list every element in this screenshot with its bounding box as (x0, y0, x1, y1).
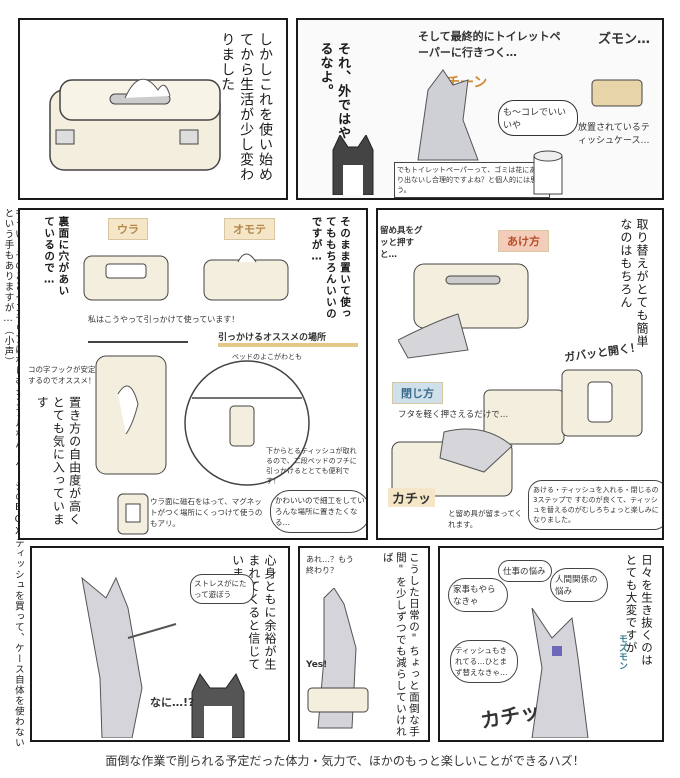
cute-tip: かわいいので細工をしていろんな場所に置きたくなる… (270, 490, 366, 533)
note-toilet: でもトイレットペーパーって、ゴミは花にあまり出ないし合理的ですよね？と個人的には… (394, 162, 550, 198)
panel-daily-hassle: こうした日常の"ちょっと面倒な手間"を少しずつでも減らしていければ あれ…？もう… (298, 546, 430, 742)
fox-standing (81, 576, 177, 738)
cat-speech-finished: あれ…？もう終わり？ (306, 555, 354, 575)
text-as-is: そのまま置いて使ってももちろんいいのですが… (310, 216, 351, 320)
panel6-narration: こうした日常の"ちょっと面倒な手間"を少しずつでも減らしていければ (381, 552, 420, 738)
cat-sitting (191, 672, 245, 738)
footer-text: 面倒な作業で削られる予定だった体力・気力で、ほかのもっと楽しいことができるハズ！ (105, 754, 585, 768)
magnet-tip: ウラ面に磁石をはって、マグネットがつく場所にくっつけて使うのもアリ。 (150, 497, 263, 528)
text-back-holes: 裏面に穴があいているので… (43, 216, 70, 297)
fox-holding-case (307, 588, 369, 729)
panel5-narration: 心身ともに余裕が生まれてくると信じています (230, 554, 277, 671)
opened-case (483, 369, 643, 445)
label-front: オモテ (224, 218, 275, 240)
hand-pressing-clasp (398, 263, 529, 359)
hand-closing-case (391, 428, 513, 497)
bed-side-label: ベッドのよこがわとも (232, 353, 302, 361)
neglected-tissue-case (591, 79, 643, 107)
panel3-narration: 置き方の自由度が高くとても気に入っています (35, 396, 82, 526)
fox-speech-play: ストレスがにたって遊ぼう (190, 574, 254, 604)
bed-frame-circle (184, 360, 310, 486)
worry-people: 人間関係の悩み (550, 568, 608, 602)
sfx-yes: Yes! (306, 660, 328, 670)
bed-tip: 下からとるティッシュが取れるので、二段ベッドのフチに引っかけるととても便利です！ (266, 447, 357, 485)
sfx-close: カチッ (388, 488, 436, 507)
caption-toilet: そして最終的にトイレットペーパーに行きつく… (418, 30, 561, 59)
fox-stressed (531, 608, 589, 738)
cat-speech: も〜コレでいいいや (498, 100, 578, 136)
worry-work: 仕事の悩み (498, 560, 552, 582)
cat-figure (332, 135, 374, 195)
hanging-case-illustration (88, 341, 188, 475)
clasp-press: 留め具をグッと押すと… (380, 226, 423, 260)
worry-tissue: ティッシュもきれてる…ひとまず替えなきゃ… (450, 640, 518, 683)
fox-speech: それ、外ではやるなよ。 (317, 42, 351, 140)
panel7-narration: 日々を生き抜くのはとても大変ですが (624, 554, 654, 667)
hook-tip: コの字フックが安定するのでオススメ！ (28, 365, 96, 385)
panel1-narration: しかしこれを使い始めてから生活が少し変わりました (219, 32, 273, 182)
open-label: あけ方 (498, 230, 549, 252)
neglected-case-label: 放置されているティッシュケース… (578, 123, 650, 146)
panel-intro: しかしこれを使い始めてから生活が少し変わりました (18, 18, 288, 200)
toilet-paper-roll (533, 150, 563, 195)
hook-recommend-label: 引っかけるオススメの場所 (218, 330, 358, 347)
close-text: フタを軽く押さえるだけで… (398, 410, 509, 420)
close-label: 閉じ方 (392, 382, 443, 404)
panel4-narration: 取り替えがとても簡単なのはもちろん (618, 218, 649, 348)
panel-fox-cat: 心身ともに余裕が生まれてくると信じています ストレスがにたって遊ぼう なに…!? (30, 546, 290, 742)
hook-note: 私はこうやって引っかけて使っています！ (88, 315, 240, 324)
worry-housework: 家事もやらなきゃ (448, 578, 508, 612)
clasp-lock: と留め具が留まってくれます。 (448, 509, 523, 529)
panel-placement: ウラ オモテ 裏面に穴があいているので… そのまま置いて使ってももちろんいいので… (18, 208, 368, 540)
tissue-case-illustration (49, 78, 221, 171)
case-back-view (83, 255, 169, 301)
case-front-view (203, 253, 289, 301)
sfx-mozu: モズモン (617, 634, 627, 670)
panel-open-close: 取り替えがとても簡単なのはもちろん あけ方 留め具をグッと押すと… ガバッと開く… (376, 208, 664, 540)
panel-toilet-paper: それ、外ではやるなよ。 そして最終的にトイレットペーパーに行きつく… チーン ズ… (296, 18, 664, 200)
steps-note: あける・ティッシュを入れる・閉じるの3ステップで すむのが良くて、ティッシュを替… (528, 480, 662, 530)
label-back: ウラ (108, 218, 148, 240)
sfx-zumon: ズモン… (598, 32, 651, 47)
panel-life-hard: 日々を生き抜くのはとても大変ですが 仕事の悩み 家事もやらなきゃ 人間関係の悩み… (438, 546, 664, 742)
cat-speech-what: なに…!? (150, 696, 195, 709)
fox-figure (417, 69, 479, 161)
magnet-case (117, 493, 149, 535)
